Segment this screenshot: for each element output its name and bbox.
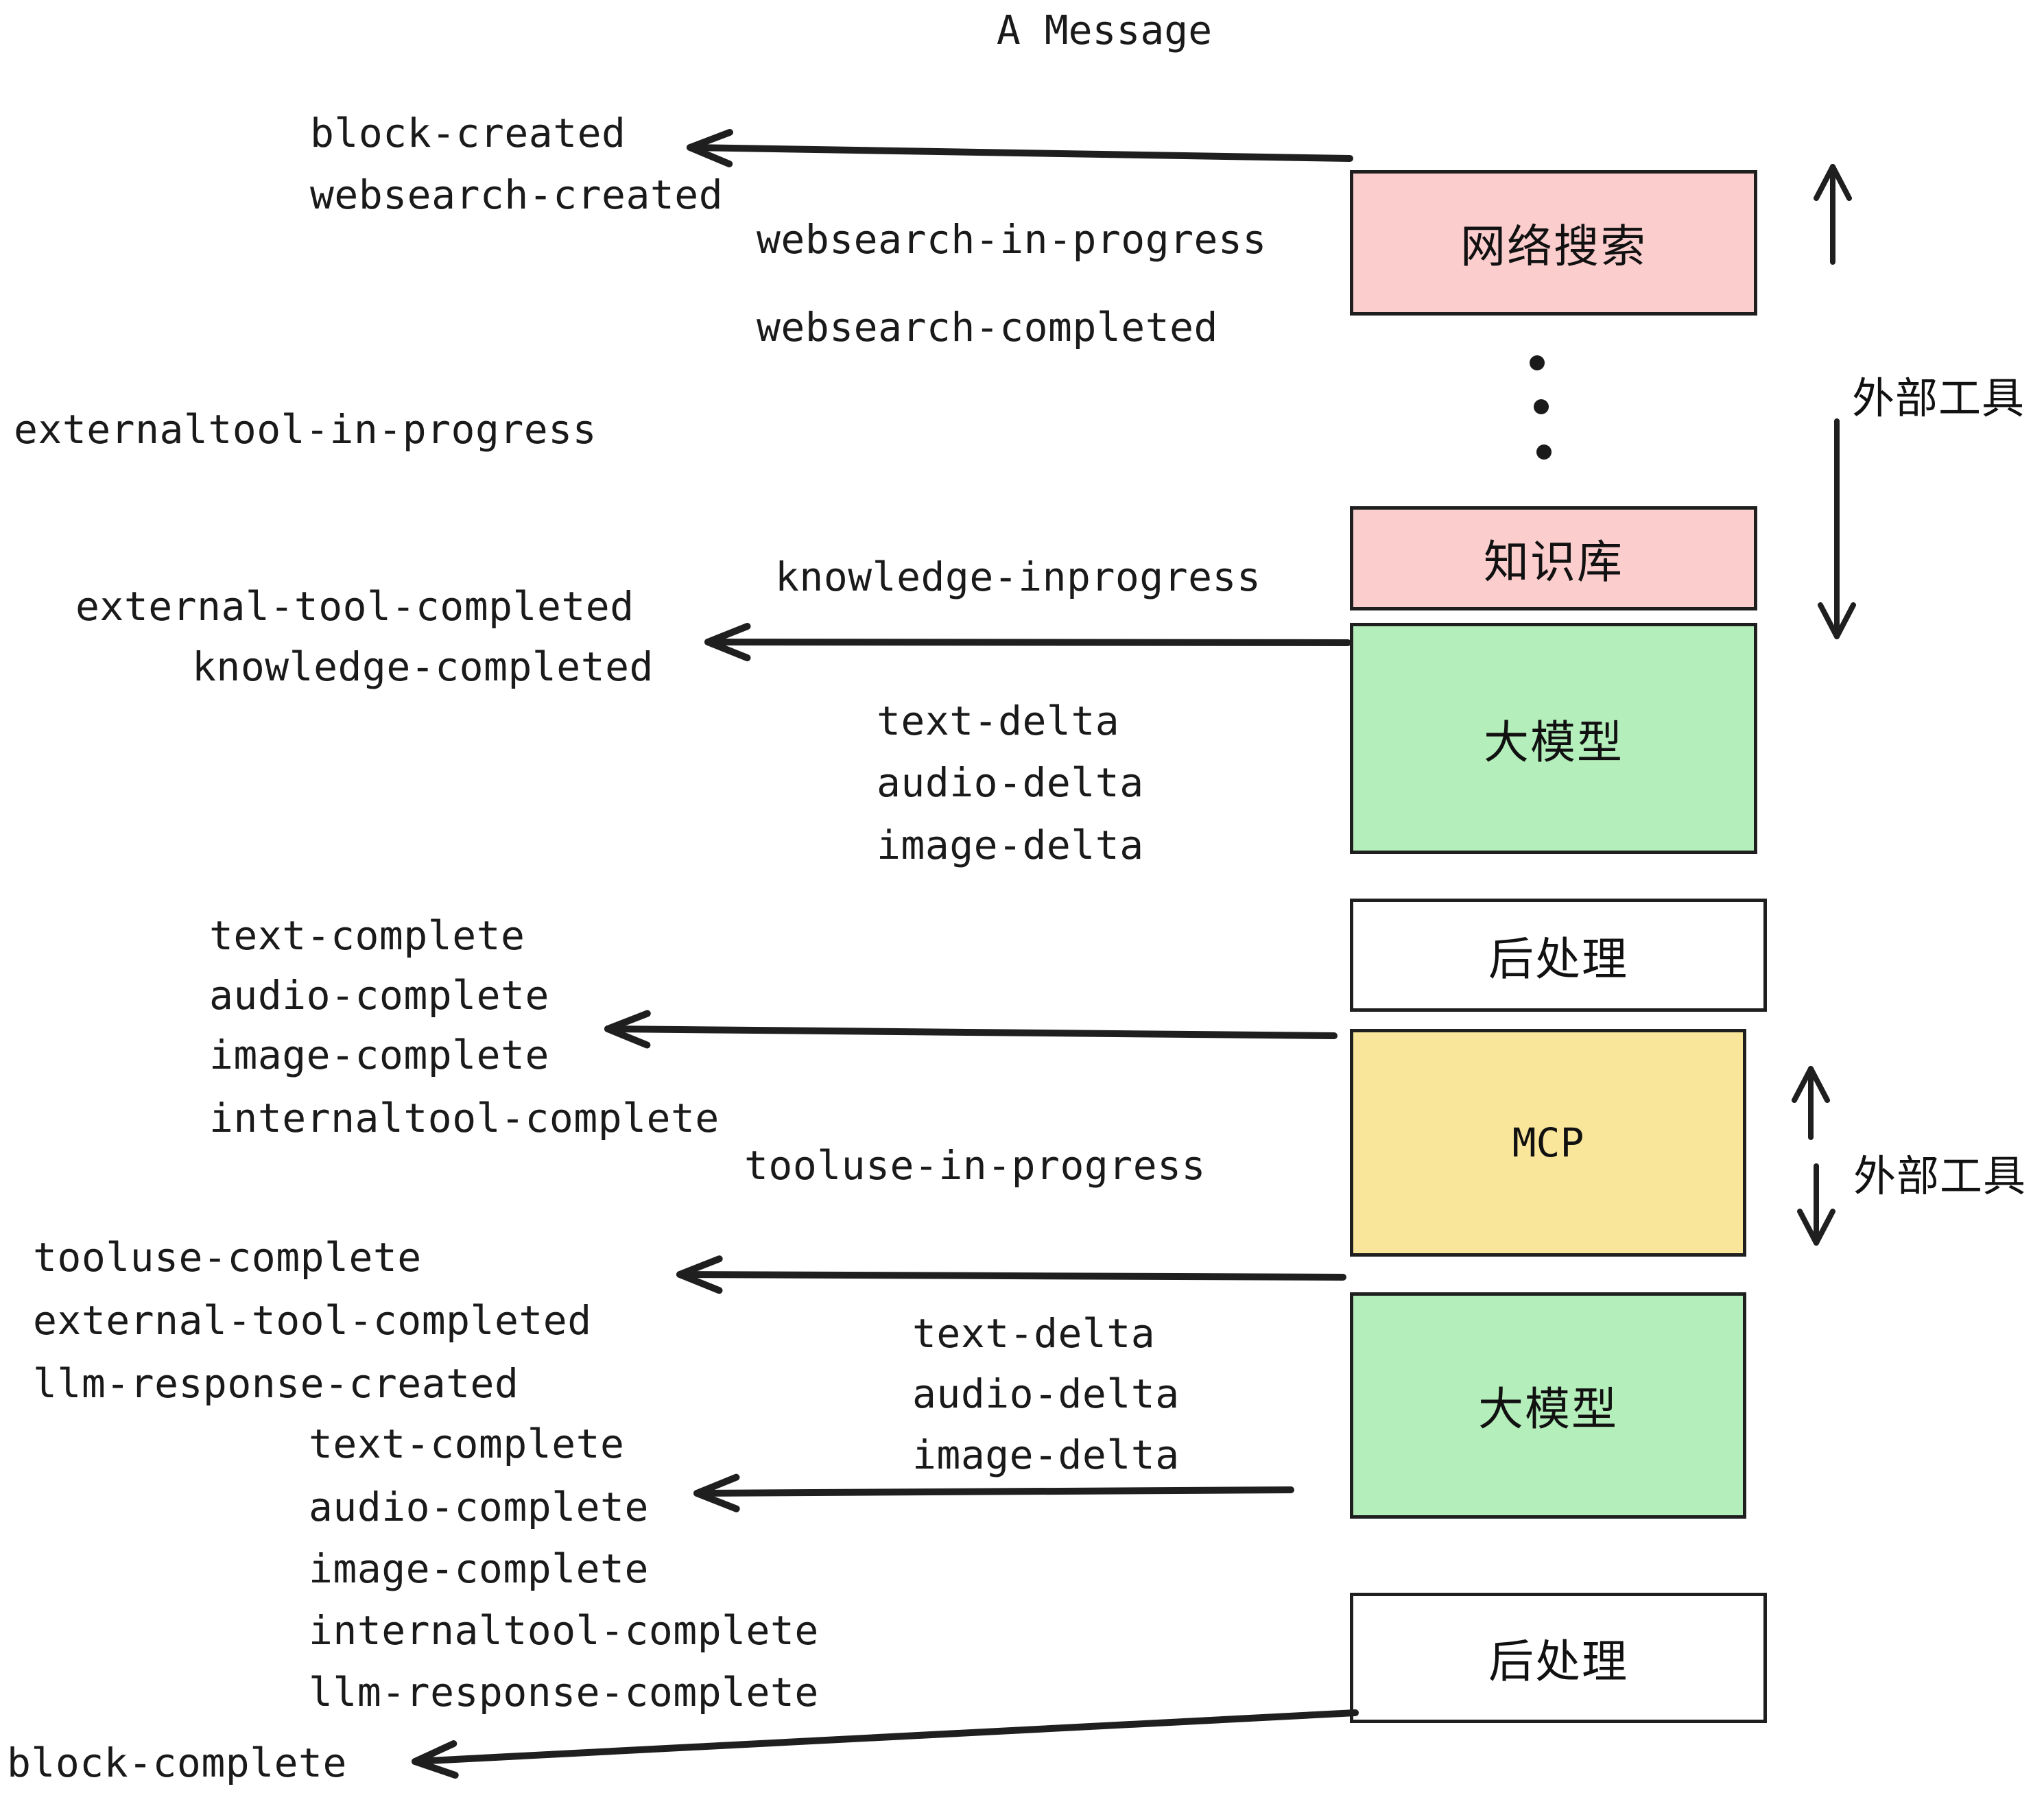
- component-box-postprocess-1: 后处理: [1350, 899, 1767, 1012]
- event-label-text-delta-2: text-delta: [912, 1310, 1156, 1357]
- event-label-externaltool-in-progress: externaltool-in-progress: [14, 406, 597, 453]
- event-label-image-delta-2: image-delta: [912, 1432, 1180, 1478]
- arrow-block-complete-shaft: [412, 1709, 1359, 1765]
- component-box-knowledge: 知识库: [1350, 506, 1757, 610]
- component-box-llm-1: 大模型: [1350, 623, 1757, 854]
- event-label-knowledge-completed: knowledge-completed: [192, 643, 654, 690]
- external-tool-down-top-head: [1818, 602, 1856, 639]
- event-label-internaltool-complete-1: internaltool-complete: [209, 1095, 720, 1141]
- event-label-external-tool-completed-2: external-tool-completed: [33, 1297, 592, 1344]
- event-label-image-delta-1: image-delta: [877, 822, 1144, 868]
- ellipsis-dot-1: [1530, 355, 1545, 370]
- event-label-image-complete-2: image-complete: [309, 1545, 649, 1592]
- arrow-image-complete-shaft: [604, 1025, 1338, 1039]
- external-tool-down-bottom-head: [1797, 1209, 1835, 1246]
- event-label-external-tool-completed-1: external-tool-completed: [75, 583, 634, 630]
- event-label-audio-delta-2: audio-delta: [912, 1370, 1180, 1417]
- arrow-tooluse-complete-head: [676, 1255, 723, 1294]
- component-box-postprocess-2: 后处理: [1350, 1593, 1767, 1723]
- side-label-external-tool-top: 外部工具: [1852, 373, 2025, 423]
- event-label-tooluse-complete: tooluse-complete: [33, 1234, 422, 1281]
- event-label-internaltool-complete-2: internaltool-complete: [309, 1607, 819, 1654]
- event-label-tooluse-in-progress: tooluse-in-progress: [744, 1142, 1206, 1189]
- event-label-text-complete-2: text-complete: [309, 1421, 625, 1467]
- diagram-title: A Message: [996, 7, 1213, 54]
- side-label-external-tool-bottom: 外部工具: [1853, 1151, 2027, 1201]
- arrow-block-created-shaft: [687, 144, 1353, 162]
- external-tool-up-top-head: [1814, 164, 1852, 201]
- event-label-audio-complete-2: audio-complete: [309, 1484, 649, 1530]
- arrow-audio-complete-head: [693, 1473, 740, 1512]
- ellipsis-dot-3: [1536, 444, 1552, 460]
- arrow-knowledge-completed-head: [704, 623, 751, 662]
- event-label-websearch-created: websearch-created: [310, 171, 724, 218]
- event-label-websearch-completed: websearch-completed: [757, 304, 1218, 351]
- event-label-audio-delta-1: audio-delta: [877, 759, 1144, 806]
- ellipsis-dot-2: [1534, 399, 1549, 414]
- arrow-image-complete-head: [604, 1010, 651, 1049]
- event-label-text-delta-1: text-delta: [877, 698, 1120, 744]
- arrow-block-complete-head: [412, 1740, 459, 1779]
- event-label-text-complete-1: text-complete: [209, 912, 525, 959]
- arrow-block-created-head: [687, 128, 733, 167]
- arrow-tooluse-complete-shaft: [676, 1271, 1346, 1281]
- component-box-llm-2: 大模型: [1350, 1292, 1746, 1519]
- event-label-block-complete: block-complete: [7, 1740, 347, 1786]
- arrow-knowledge-completed-shaft: [704, 639, 1351, 646]
- event-label-llm-response-complete: llm-response-complete: [309, 1669, 819, 1716]
- event-label-audio-complete-1: audio-complete: [209, 972, 549, 1019]
- external-tool-up-bottom-head: [1792, 1066, 1830, 1103]
- event-label-image-complete-1: image-complete: [209, 1032, 549, 1078]
- component-box-websearch: 网络搜索: [1350, 170, 1757, 316]
- component-box-mcp: MCP: [1350, 1029, 1746, 1257]
- event-label-block-created: block-created: [310, 110, 626, 156]
- event-label-knowledge-inprogress: knowledge-inprogress: [775, 554, 1261, 600]
- arrow-audio-complete-shaft: [693, 1486, 1294, 1497]
- event-label-websearch-in-progress: websearch-in-progress: [757, 216, 1267, 263]
- event-label-llm-response-created: llm-response-created: [33, 1360, 519, 1407]
